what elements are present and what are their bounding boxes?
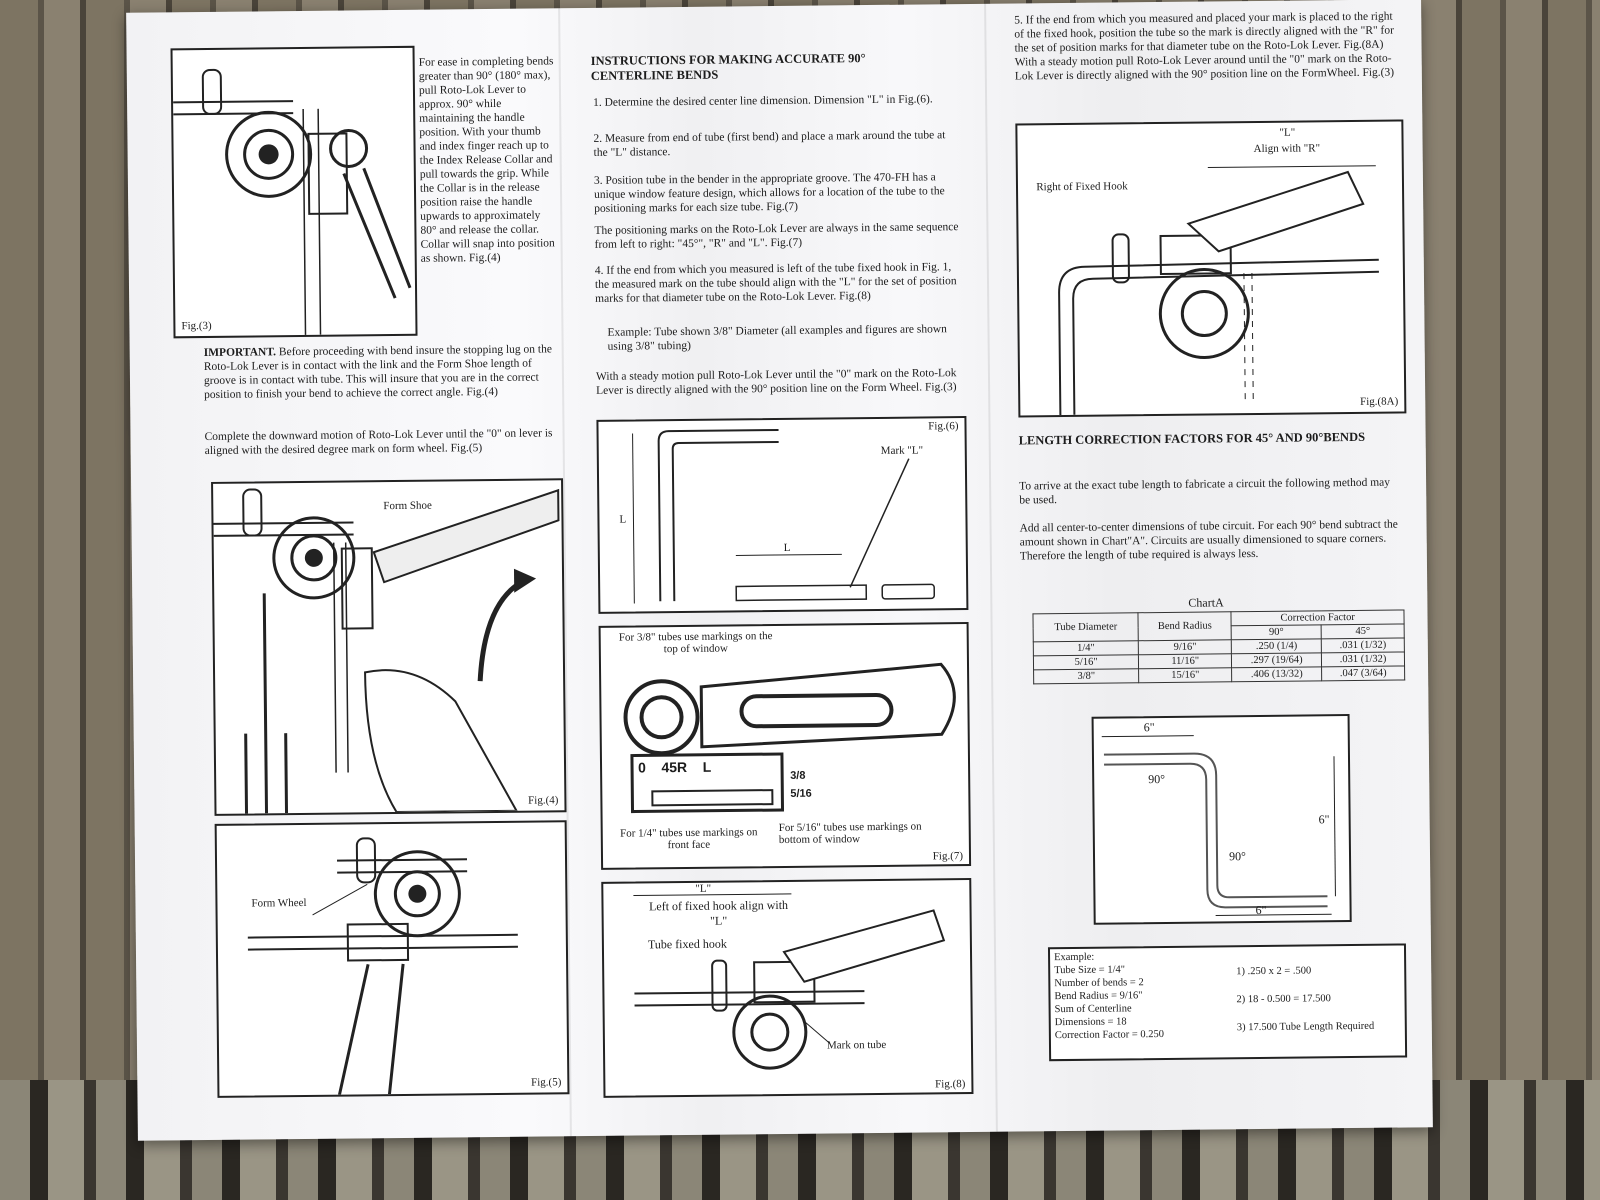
fig7-label: Fig.(7) <box>932 850 964 863</box>
important-heading: IMPORTANT. <box>203 346 277 360</box>
chart-a-title: ChartA <box>1188 595 1224 610</box>
header-45: 45° <box>1321 623 1405 639</box>
table-cell: 3/8" <box>1033 668 1139 684</box>
step-2: 2. Measure from end of tube (first bend)… <box>593 129 946 159</box>
calc-step-3: 3) 17.500 Tube Length Required <box>1236 1020 1375 1034</box>
column-2: INSTRUCTIONS FOR MAKING ACCURATE 90° CEN… <box>566 4 990 1136</box>
table-cell: 1/4" <box>1033 640 1139 656</box>
example-line: Tube Size = 1/4" <box>1054 964 1126 977</box>
column-1: Fig.(3) For ease in completing bends gre… <box>126 8 570 1140</box>
fig7-scale-marks: 0 45R L <box>637 758 712 776</box>
calc-step-1: 1) .250 x 2 = .500 <box>1236 965 1312 978</box>
fig8a-label: Fig.(8A) <box>1360 395 1399 408</box>
example-line: Correction Factor = 0.250 <box>1054 1028 1165 1042</box>
example-line: Sum of Centerline <box>1054 1003 1132 1016</box>
diagram-6-bottom: 6" <box>1255 902 1267 918</box>
step-3: 3. Position tube in the bender in the ap… <box>593 171 945 215</box>
fig6-L-horizontal: L <box>783 541 791 554</box>
table-cell: .031 (1/32) <box>1321 637 1405 653</box>
table-cell: .250 (1/4) <box>1231 638 1322 654</box>
intro-text: For ease in completing bends greater tha… <box>418 55 555 265</box>
fig3-label: Fig.(3) <box>181 319 212 333</box>
table-cell: 5/16" <box>1033 654 1139 670</box>
bend-diagram: 6" 90° 6" 90° 6" <box>1091 714 1352 925</box>
fig7-38-mark: 3/8 <box>790 769 806 782</box>
fig8-mark-label: Mark on tube <box>826 1038 887 1052</box>
figure-4: Form Shoe Fig.(4) <box>211 478 567 816</box>
arrive-text: To arrive at the exact tube length to fa… <box>1019 476 1391 507</box>
figure-7: For 3/8" tubes use markings on the top o… <box>598 622 972 870</box>
diagram-6-right: 6" <box>1318 812 1330 827</box>
fig8-label: Fig.(8) <box>935 1078 966 1091</box>
fig4-label: Fig.(4) <box>528 794 559 807</box>
fig8a-L-label: "L" <box>1279 126 1296 139</box>
instruction-sheet: Fig.(3) For ease in completing bends gre… <box>126 0 1433 1141</box>
table-cell: .406 (13/32) <box>1231 666 1322 682</box>
table-cell: 15/16" <box>1138 667 1232 683</box>
table-cell: 11/16" <box>1138 653 1232 669</box>
diagram-6-top: 6" <box>1143 720 1155 735</box>
example-note: Example: Tube shown 3/8" Diameter (all e… <box>607 323 947 353</box>
fig8-left-note: Left of fixed hook align with "L" <box>648 897 789 928</box>
fig6-L-vertical: L <box>619 513 627 526</box>
complete-text: Complete the downward motion of Roto-Lok… <box>204 427 553 458</box>
fig8-hook-label: Tube fixed hook <box>647 936 727 952</box>
example-line: Bend Radius = 9/16" <box>1054 990 1143 1003</box>
table-cell: .047 (3/64) <box>1321 665 1405 681</box>
fig7-top-note: For 3/8" tubes use markings on the top o… <box>618 630 773 656</box>
example-calculation: 1) .250 x 2 = .500 2) 18 - 0.500 = 17.50… <box>1236 964 1397 1036</box>
length-correction-title: LENGTH CORRECTION FACTORS FOR 45° AND 90… <box>1018 429 1366 448</box>
important-paragraph: IMPORTANT. Before proceeding with bend i… <box>204 342 561 402</box>
correction-table: Tube Diameter Bend Radius Correction Fac… <box>1032 609 1405 684</box>
column-3: 5. If the end from which you measured an… <box>992 0 1429 1132</box>
table-cell: .297 (19/64) <box>1231 652 1322 668</box>
fig5-form-wheel-label: Form Wheel <box>251 896 307 910</box>
sequence-note: The positioning marks on the Roto-Lok Le… <box>594 221 959 251</box>
figure-8: "L" Left of fixed hook align with "L" Tu… <box>601 878 974 1098</box>
instructions-title: INSTRUCTIONS FOR MAKING ACCURATE 90° CEN… <box>590 51 866 83</box>
example-title: Example: <box>1054 951 1095 964</box>
header-90: 90° <box>1231 624 1322 640</box>
fig6-label: Fig.(6) <box>928 420 959 433</box>
example-box: Example: Tube Size = 1/4" Number of bend… <box>1047 943 1408 1062</box>
header-tube-diameter: Tube Diameter <box>1032 612 1139 642</box>
calc-step-2: 2) 18 - 0.500 = 17.500 <box>1236 993 1331 1006</box>
table-row: 3/8" 15/16" .406 (13/32) .047 (3/64) <box>1033 665 1405 684</box>
diagram-90-bottom: 90° <box>1228 849 1246 864</box>
figure-8a: "L" Align with "R" Right of Fixed Hook F… <box>1015 119 1407 418</box>
add-text: Add all center-to-center dimensions of t… <box>1019 518 1398 563</box>
step-4: 4. If the end from which you measured is… <box>594 261 957 305</box>
example-line: Number of bends = 2 <box>1054 977 1144 990</box>
steady-motion-text: With a steady motion pull Roto-Lok Lever… <box>595 367 957 397</box>
example-inputs: Example: Tube Size = 1/4" Number of bend… <box>1054 950 1164 1042</box>
fig7-bottom-note: For 5/16" tubes use markings on bottom o… <box>778 820 922 847</box>
fig7-front-note: For 1/4" tubes use markings on front fac… <box>619 826 758 852</box>
fig7-516-mark: 5/16 <box>790 787 812 800</box>
fig8a-align-label: Align with "R" <box>1253 142 1321 156</box>
step-5: 5. If the end from which you measured an… <box>1014 10 1395 83</box>
diagram-90-top: 90° <box>1148 771 1166 787</box>
figure-3: Fig.(3) <box>170 45 418 339</box>
table-cell: .031 (1/32) <box>1321 651 1405 667</box>
figure-6: L L Mark "L" Fig.(6) <box>596 416 969 614</box>
fig8a-right-label: Right of Fixed Hook <box>1036 180 1128 194</box>
fig6-mark-label: Mark "L" <box>880 444 924 457</box>
fig8-L-label: "L" <box>695 882 712 895</box>
figure-5: Form Wheel Fig.(5) <box>214 820 570 1098</box>
fig4-form-shoe-label: Form Shoe <box>383 499 432 513</box>
header-bend-radius: Bend Radius <box>1138 611 1232 641</box>
example-line: Dimensions = 18 <box>1054 1016 1127 1029</box>
table-cell: 9/16" <box>1138 639 1232 655</box>
step-1: 1. Determine the desired center line dim… <box>593 93 933 109</box>
fig5-label: Fig.(5) <box>531 1076 562 1089</box>
